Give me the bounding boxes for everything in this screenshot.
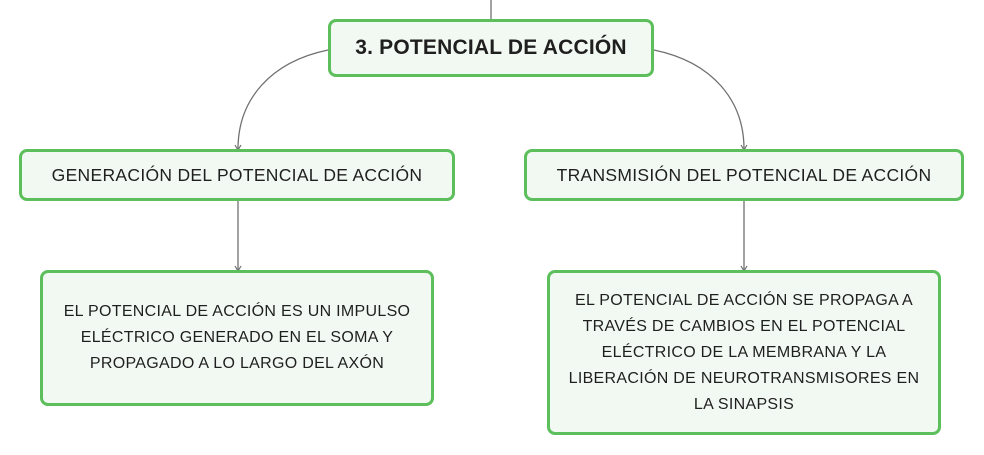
branch-node-generacion[interactable]: GENERACIÓN DEL POTENCIAL DE ACCIÓN <box>19 149 455 201</box>
detail-node-transmision[interactable]: EL POTENCIAL DE ACCIÓN SE PROPAGA A TRAV… <box>547 270 941 435</box>
root-node-label: 3. POTENCIAL DE ACCIÓN <box>355 36 627 59</box>
branch-node-transmision[interactable]: TRANSMISIÓN DEL POTENCIAL DE ACCIÓN <box>524 149 964 201</box>
root-node-potencial-de-accion[interactable]: 3. POTENCIAL DE ACCIÓN <box>328 19 654 77</box>
connector-root-to-transmission <box>653 49 745 150</box>
branch-node-transmision-label: TRANSMISIÓN DEL POTENCIAL DE ACCIÓN <box>556 164 932 185</box>
branch-node-generacion-label: GENERACIÓN DEL POTENCIAL DE ACCIÓN <box>51 164 423 185</box>
detail-node-generacion[interactable]: EL POTENCIAL DE ACCIÓN ES UN IMPULSO ELÉ… <box>40 270 434 406</box>
connector-root-to-generation <box>237 49 329 150</box>
detail-node-transmision-text: EL POTENCIAL DE ACCIÓN SE PROPAGA A TRAV… <box>568 291 920 413</box>
detail-node-generacion-text: EL POTENCIAL DE ACCIÓN ES UN IMPULSO ELÉ… <box>63 303 411 372</box>
